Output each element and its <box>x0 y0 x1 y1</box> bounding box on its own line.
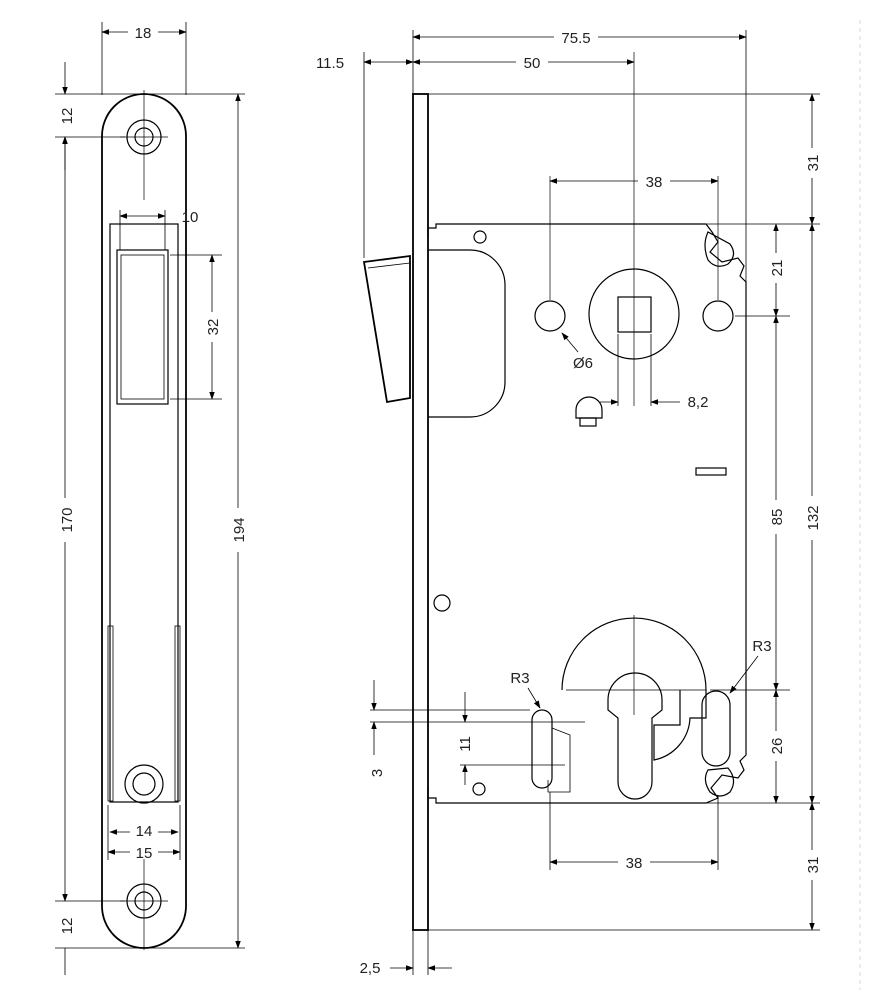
lock-body-side-view <box>362 52 747 931</box>
case-outline <box>427 223 747 804</box>
dim-slot-outer: 15 <box>136 845 153 862</box>
front-view-dimensions: 18 12 170 12 194 10 32 <box>55 22 248 975</box>
spindle-square <box>617 296 652 333</box>
dim-handle-to-cylinder: 85 <box>769 509 786 526</box>
dim-bottom-offset: 31 <box>805 857 822 874</box>
dim-backset: 50 <box>524 55 541 72</box>
dim-hole-spacing: 170 <box>59 507 76 532</box>
dim-latch-projection: 11.5 <box>316 55 344 72</box>
dim-radius-right: R3 <box>752 638 771 655</box>
dim-slot-inner: 14 <box>136 823 153 840</box>
dim-faceplate-length: 194 <box>231 517 248 542</box>
slot-right <box>701 690 731 767</box>
cylinder-keyhole <box>607 672 663 800</box>
latch-housing <box>428 249 506 418</box>
front-plate <box>412 93 429 931</box>
dim-faceplate-width: 18 <box>135 25 152 42</box>
dim-top-margin: 12 <box>59 108 76 125</box>
dim-case-height: 132 <box>805 505 822 530</box>
dim-plate-thickness: 2,5 <box>360 960 381 977</box>
handle-hole-right <box>702 300 734 332</box>
dim-case-depth: 75.5 <box>561 30 590 47</box>
lower-screw-hole-inner <box>132 772 156 796</box>
faceplate-front-view <box>101 90 187 950</box>
dim-top-offset: 31 <box>805 155 822 172</box>
cylinder-rose <box>561 617 707 761</box>
dim-cylinder-tiny-offset: 3 <box>369 769 386 777</box>
dim-handle-hole-spacing: 38 <box>646 174 663 191</box>
faceplate-outline <box>101 93 187 949</box>
dim-handle-to-case-top: 21 <box>769 260 786 277</box>
latch-opening <box>116 249 169 405</box>
lower-screw-hole-outer <box>124 764 164 804</box>
dim-radius-left: R3 <box>510 670 529 687</box>
slot-left <box>531 709 553 789</box>
dim-bottom-margin: 12 <box>59 918 76 935</box>
dim-latch-width: 10 <box>182 209 199 226</box>
handle-hole-left <box>534 300 566 332</box>
dim-cylinder-small-offset: 11 <box>457 736 474 752</box>
side-view-dimensions: 75.5 50 11.5 31 132 31 21 85 <box>316 28 822 977</box>
dim-cylinder-hole-spacing: 38 <box>626 855 643 872</box>
dim-handle-hole-diameter: Ø6 <box>573 355 593 372</box>
faceplate-slot <box>109 223 179 803</box>
dim-latch-height: 32 <box>205 319 222 336</box>
dim-spindle-square: 8,2 <box>688 394 709 411</box>
latch-bolt <box>362 254 411 404</box>
dim-cylinder-to-case-bottom: 26 <box>769 738 786 755</box>
